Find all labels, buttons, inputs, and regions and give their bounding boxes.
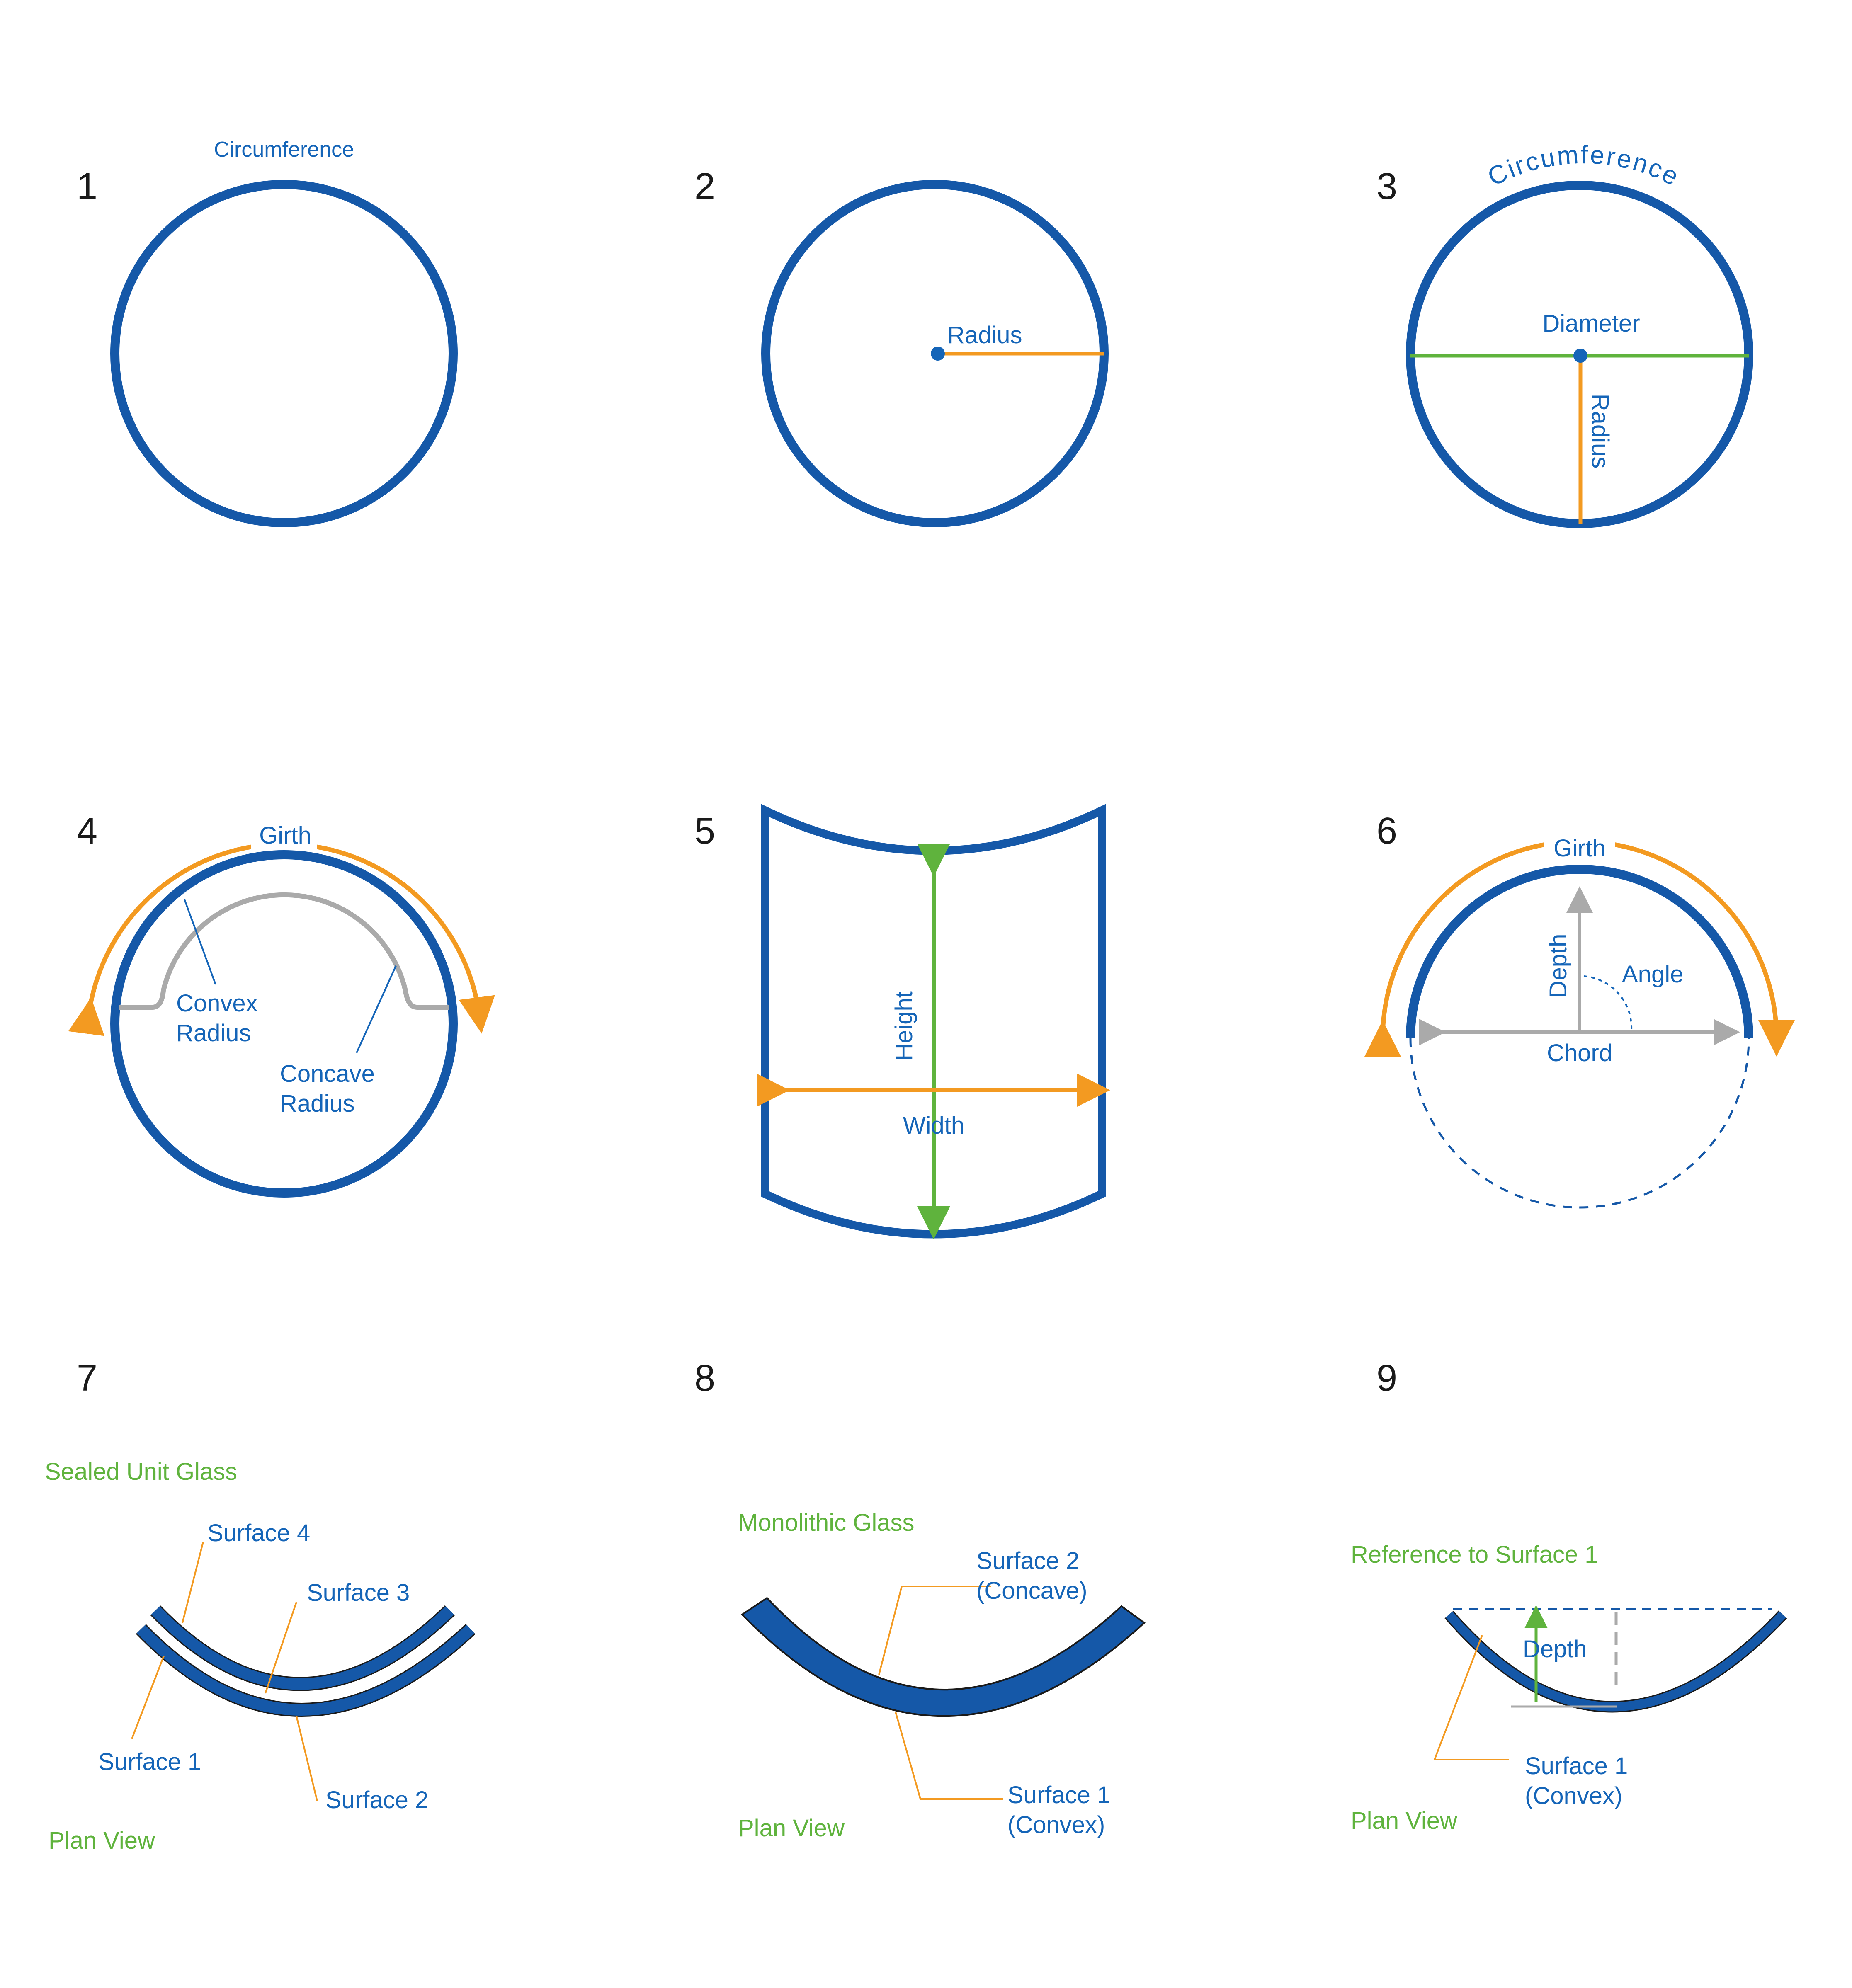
radius-label: Radius xyxy=(947,322,1022,349)
panel-number: 6 xyxy=(1376,810,1397,852)
surface1-label-2: (Convex) xyxy=(1007,1811,1105,1838)
panel-number: 7 xyxy=(77,1358,97,1399)
plan-view-label: Plan View xyxy=(1351,1807,1458,1834)
surface1-label-1: Surface 1 xyxy=(1007,1782,1110,1809)
height-label: Height xyxy=(891,991,918,1061)
surface2-label-1: Surface 2 xyxy=(976,1547,1079,1574)
monolithic-pane xyxy=(740,1597,1146,1717)
outer-pane-fill xyxy=(136,1624,475,1716)
panel-5: 5 Height Width xyxy=(694,804,1110,1239)
surface2-leader xyxy=(878,1586,991,1675)
panel-7: 7 Sealed Unit Glass Surface 4 Surface 3 … xyxy=(45,1358,476,1854)
half-circle-outline xyxy=(1406,865,1753,1039)
panel-6: 6 Girth Depth Angle Chord xyxy=(1364,810,1795,1209)
circle-outline xyxy=(110,180,458,527)
convex-leader xyxy=(184,899,216,985)
radius-label: Radius xyxy=(1587,394,1614,469)
surface2-label-2: (Concave) xyxy=(976,1577,1087,1604)
panel-4: 4 Girth Convex Radius Concave Radius xyxy=(68,810,495,1198)
panel-number: 8 xyxy=(694,1358,715,1399)
panel-8: 8 Monolithic Glass Surface 2 (Concave) S… xyxy=(694,1358,1146,1842)
surface1-leader xyxy=(1433,1635,1509,1760)
title-label: Monolithic Glass xyxy=(738,1509,914,1536)
center-dot xyxy=(931,347,945,361)
surface2-label: Surface 2 xyxy=(325,1787,428,1813)
girth-label: Girth xyxy=(1553,835,1606,862)
panel-number: 2 xyxy=(694,166,715,207)
width-label: Width xyxy=(903,1112,964,1139)
curved-panel-outline xyxy=(761,804,1106,1239)
diameter-label: Diameter xyxy=(1542,310,1640,337)
angle-arc xyxy=(1583,975,1633,1030)
surface2-leader xyxy=(296,1716,318,1801)
profile-shape xyxy=(119,892,449,1010)
center-dot xyxy=(1573,349,1587,363)
concave-label-1: Concave xyxy=(280,1060,375,1087)
panel-number: 5 xyxy=(694,810,715,852)
girth-label-bg xyxy=(251,820,317,849)
panel-1: 1 Circumference xyxy=(77,138,458,527)
convex-label-2: Radius xyxy=(176,1020,251,1047)
surface1-leader xyxy=(895,1712,1003,1800)
panel-number: 9 xyxy=(1376,1358,1397,1399)
girth-label: Girth xyxy=(259,822,311,849)
depth-label: Depth xyxy=(1545,934,1572,998)
title-label: Sealed Unit Glass xyxy=(45,1458,237,1485)
surface3-label: Surface 3 xyxy=(307,1579,410,1606)
circumference-label: Circumference xyxy=(214,138,354,162)
inner-pane-fill xyxy=(151,1606,454,1690)
plan-view-label: Plan View xyxy=(738,1815,845,1842)
panel-9: 9 Reference to Surface 1 Depth Surface 1… xyxy=(1351,1358,1787,1834)
chord-label: Chord xyxy=(1547,1040,1612,1067)
dashed-lower-circle xyxy=(1409,1038,1750,1209)
circle-outline xyxy=(110,850,458,1198)
angle-label: Angle xyxy=(1622,961,1683,988)
panel-2: 2 Radius xyxy=(694,166,1109,527)
plan-view-label: Plan View xyxy=(49,1827,155,1854)
surface1-leader xyxy=(131,1656,165,1739)
surface3-leader xyxy=(265,1602,297,1694)
panel-number: 4 xyxy=(77,810,97,852)
depth-label: Depth xyxy=(1523,1636,1587,1663)
panel-number: 1 xyxy=(77,166,97,207)
panel-3: 3 Circumference Diameter Radius xyxy=(1376,141,1753,528)
concave-label-2: Radius xyxy=(280,1090,355,1117)
title-label: Reference to Surface 1 xyxy=(1351,1541,1598,1568)
surface1-label-2: (Convex) xyxy=(1525,1782,1622,1809)
girth-label-bg xyxy=(1544,833,1615,862)
concave-leader xyxy=(356,965,397,1053)
surface4-label: Surface 4 xyxy=(207,1520,310,1547)
surface1-label: Surface 1 xyxy=(98,1748,201,1775)
panel-number: 3 xyxy=(1376,166,1397,207)
surface4-leader xyxy=(182,1542,204,1623)
convex-label-1: Convex xyxy=(176,990,258,1017)
surface1-label-1: Surface 1 xyxy=(1525,1753,1628,1780)
